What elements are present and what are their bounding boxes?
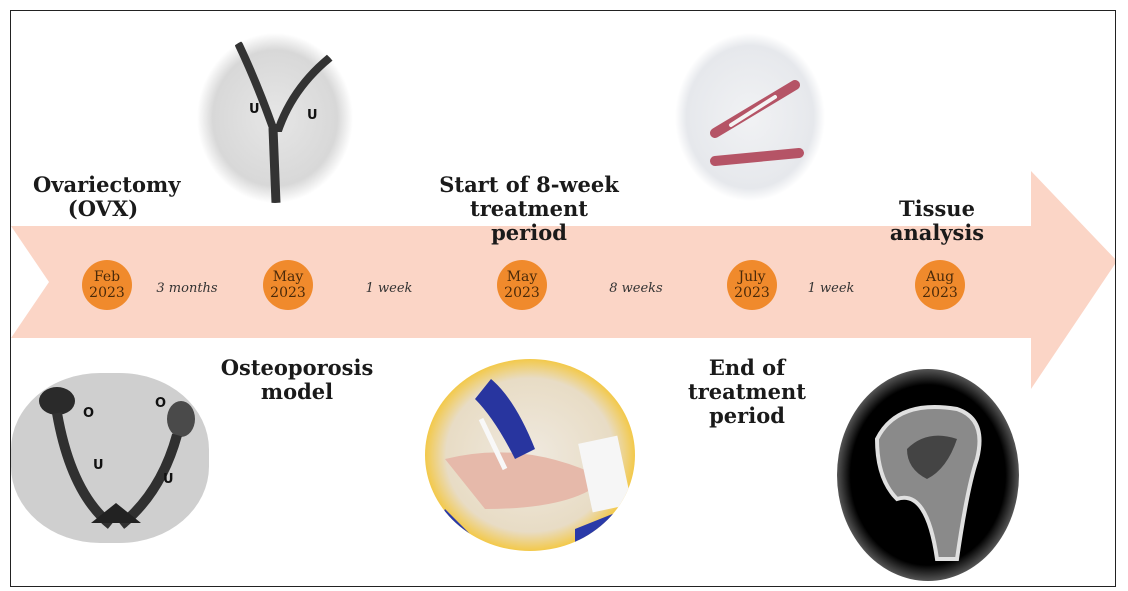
event-label-tissue-analysis: Tissue analysis [857, 197, 1017, 245]
photo-label: U [249, 102, 260, 117]
interval-label: 3 months [156, 281, 217, 296]
interval-label: 8 weeks [609, 281, 662, 296]
photo-label: O [155, 396, 166, 411]
surgery-photo [425, 359, 635, 551]
photo-label: O [83, 406, 94, 421]
event-label-treatment-end: End of treatment period [687, 356, 807, 428]
photo-label: U [93, 458, 104, 473]
ovary-photo: O O U U [11, 373, 209, 543]
event-label-ovx: Ovariectomy (OVX) [33, 173, 173, 221]
event-label-osteoporosis-model: Osteoporosis model [217, 356, 377, 404]
microct-photo [837, 369, 1019, 581]
photo-label: U [307, 108, 318, 123]
interval-label: 1 week [366, 281, 413, 296]
interval-label: 1 week [808, 281, 855, 296]
event-label-treatment-start: Start of 8-week treatment period [429, 173, 629, 245]
photo-label: U [163, 472, 174, 487]
uterus-photo: U U [197, 33, 353, 203]
femur-photo [675, 33, 825, 201]
figure-frame: Ovariectomy (OVX) Start of 8-week treatm… [10, 10, 1116, 587]
